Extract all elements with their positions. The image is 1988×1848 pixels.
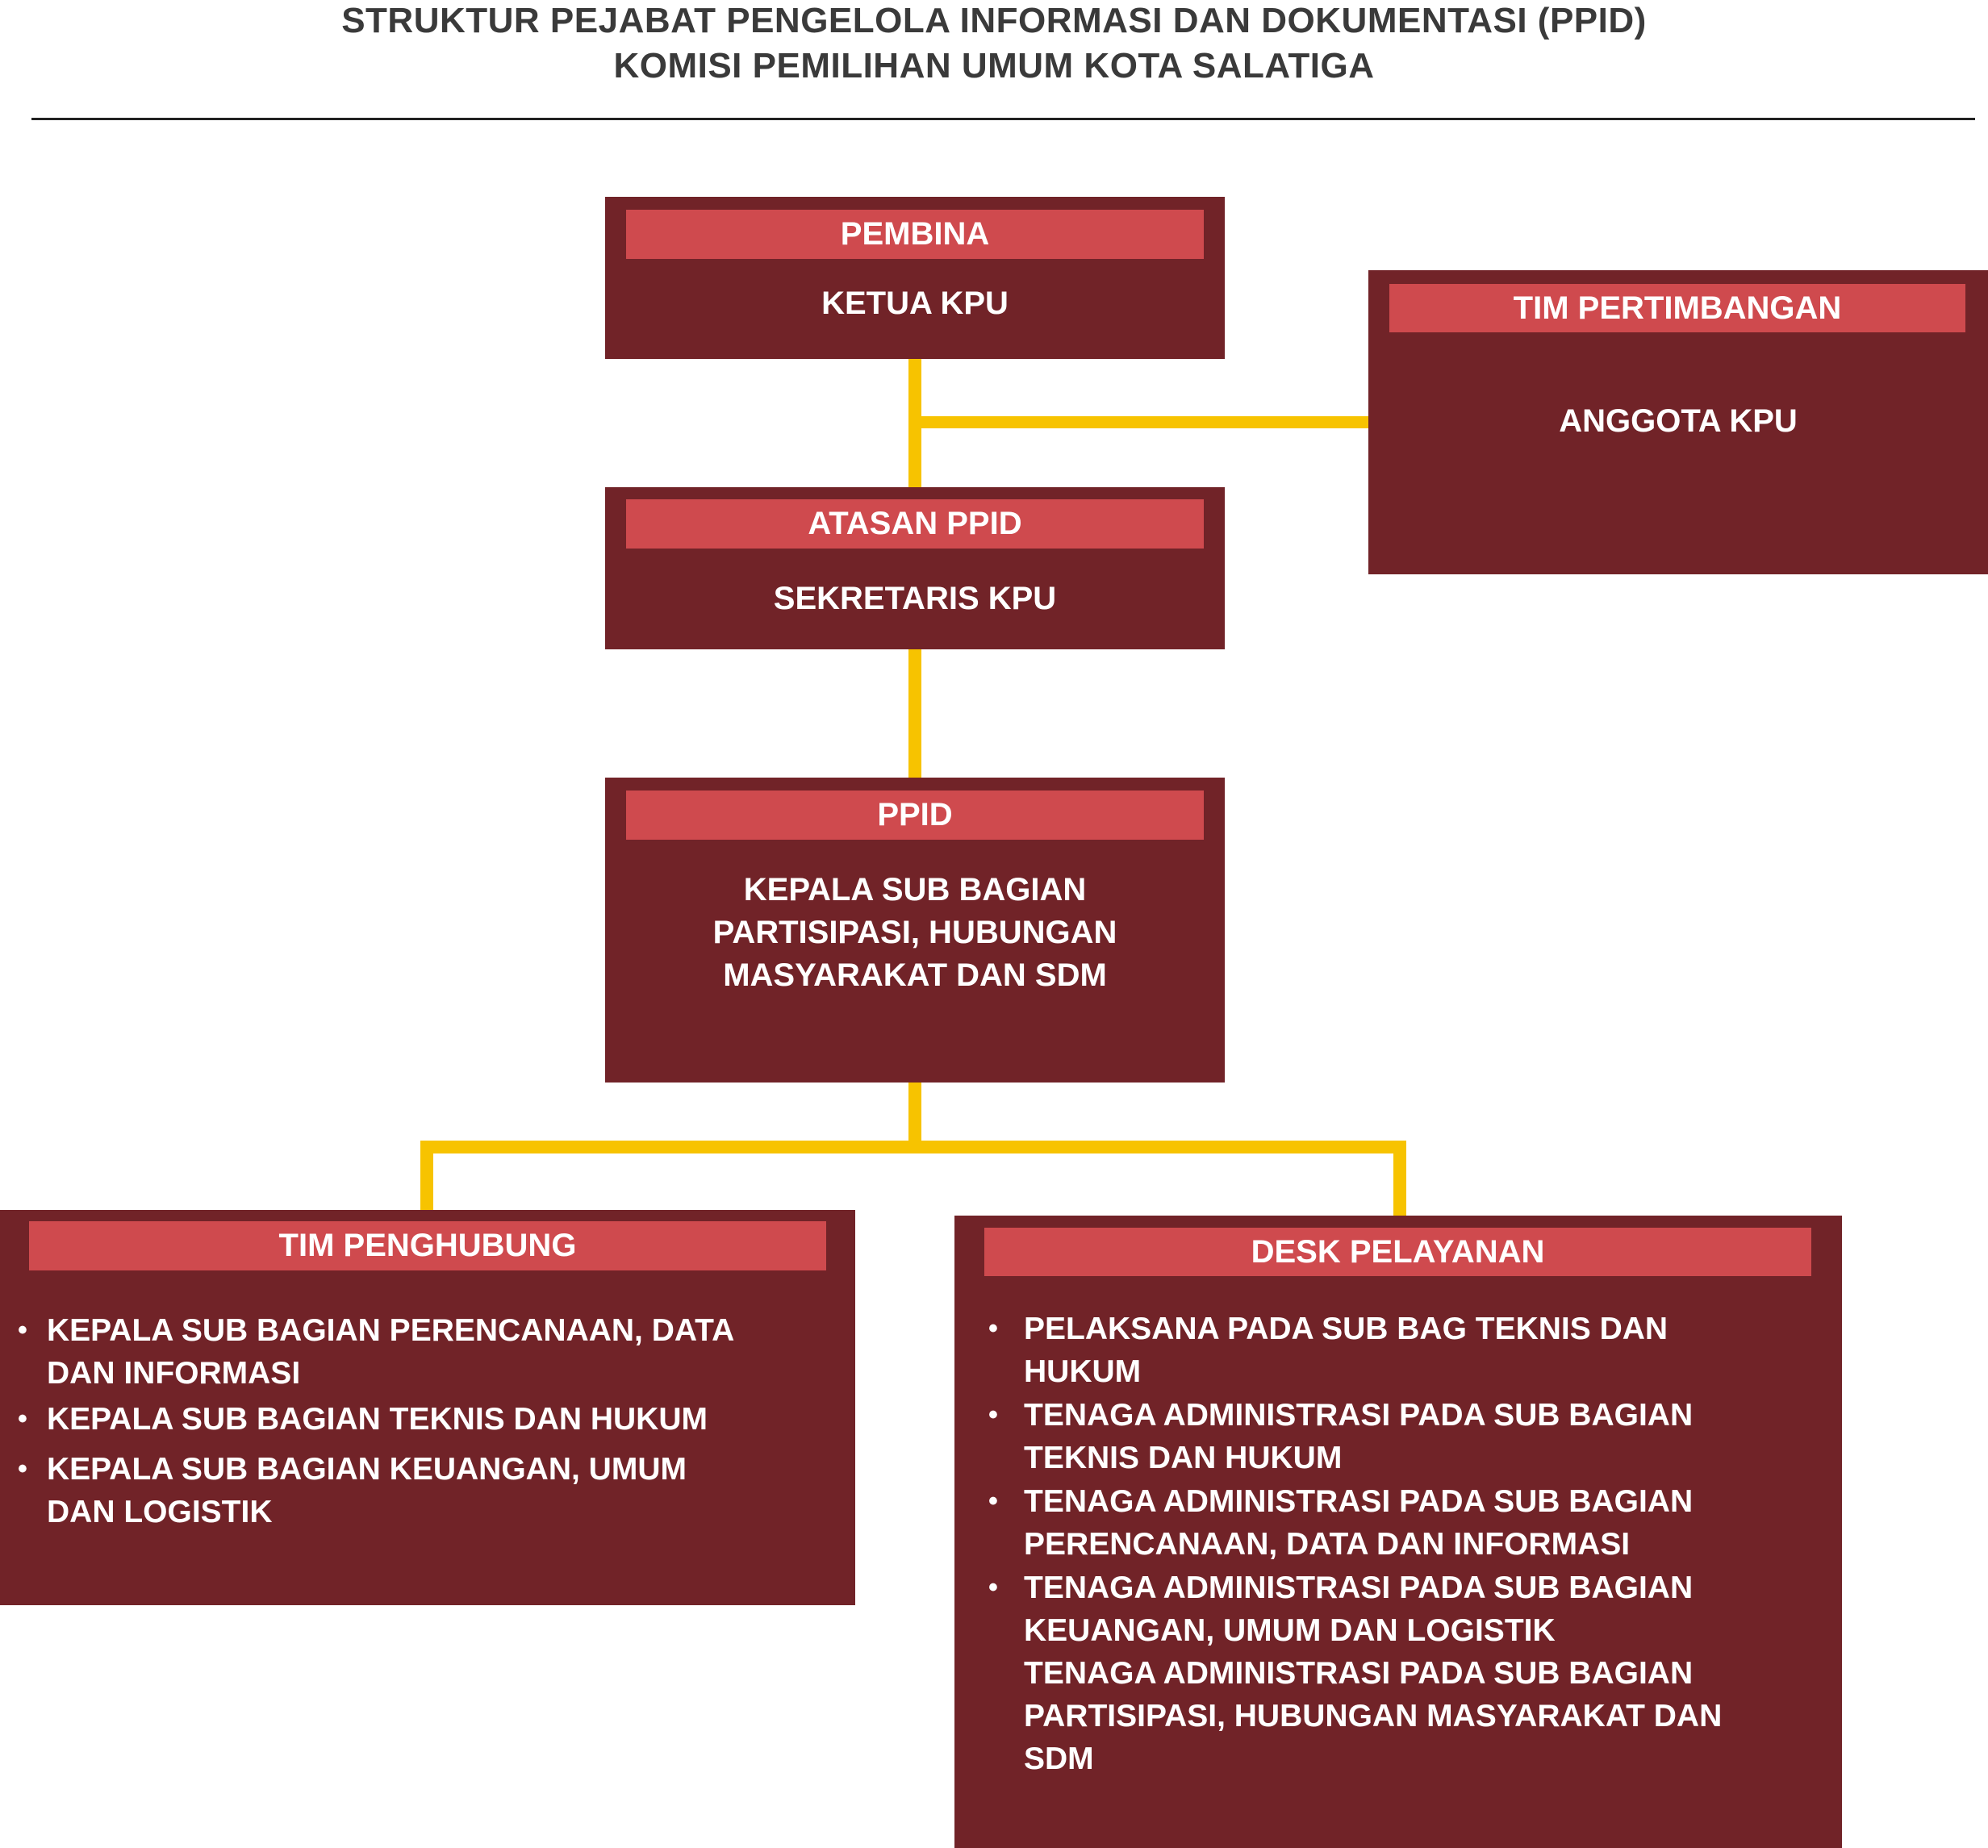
desk-pelayanan-list: • PELAKSANA PADA SUB BAG TEKNIS DAN HUKU… xyxy=(954,1308,1842,1781)
node-ppid-body: KEPALA SUB BAGIAN PARTISIPASI, HUBUNGAN … xyxy=(605,869,1225,997)
list-item-line: TENAGA ADMINISTRASI PADA SUB BAGIAN xyxy=(1024,1571,1694,1605)
list-item-line: PARTISIPASI, HUBUNGAN MASYARAKAT DAN xyxy=(1024,1699,1723,1733)
node-atasan-ppid-body: SEKRETARIS KPU xyxy=(773,581,1057,616)
list-item-line: KEPALA SUB BAGIAN KEUANGAN, UMUM xyxy=(47,1452,687,1487)
node-pembina: PEMBINA KETUA KPU xyxy=(605,197,1225,359)
list-item-line: KEPALA SUB BAGIAN PERENCANAAN, DATA xyxy=(47,1313,735,1348)
node-tim-penghubung: TIM PENGHUBUNG • KEPALA SUB BAGIAN PEREN… xyxy=(0,1210,855,1605)
page-subtitle: KOMISI PEMILIHAN UMUM KOTA SALATIGA xyxy=(613,46,1375,86)
node-tim-pertimbangan-body: ANGGOTA KPU xyxy=(1559,403,1798,439)
tim-penghubung-list: • KEPALA SUB BAGIAN PERENCANAAN, DATA DA… xyxy=(0,1309,855,1533)
bullet-icon: • xyxy=(18,1454,27,1484)
connector-ppid-down xyxy=(908,1083,921,1147)
bullet-icon: • xyxy=(988,1572,998,1603)
node-pembina-header: PEMBINA xyxy=(626,210,1204,259)
node-ppid: PPID KEPALA SUB BAGIAN PARTISIPASI, HUBU… xyxy=(605,778,1225,1083)
bullet-icon: • xyxy=(18,1404,27,1434)
list-item: • TENAGA ADMINISTRASI PADA SUB BAGIAN PE… xyxy=(954,1480,1842,1566)
page-title: STRUKTUR PEJABAT PENGELOLA INFORMASI DAN… xyxy=(341,1,1647,40)
list-item-line: PELAKSANA PADA SUB BAG TEKNIS DAN xyxy=(1024,1312,1668,1346)
list-item-line: TENAGA ADMINISTRASI PADA SUB BAGIAN xyxy=(1024,1484,1694,1519)
node-desk-pelayanan-header: DESK PELAYANAN xyxy=(984,1228,1811,1276)
list-item-line: TENAGA ADMINISTRASI PADA SUB BAGIAN xyxy=(1024,1398,1694,1433)
node-tim-pertimbangan: TIM PERTIMBANGAN ANGGOTA KPU xyxy=(1368,270,1988,574)
list-item-line: PERENCANAAN, DATA DAN INFORMASI xyxy=(1024,1527,1631,1562)
node-pembina-body: KETUA KPU xyxy=(821,286,1009,321)
list-item-line: KEPALA SUB BAGIAN TEKNIS DAN HUKUM xyxy=(47,1402,708,1437)
node-ppid-body-line: KEPALA SUB BAGIAN xyxy=(743,872,1087,907)
node-ppid-header: PPID xyxy=(626,791,1204,840)
list-item: • KEPALA SUB BAGIAN TEKNIS DAN HUKUM xyxy=(0,1398,855,1448)
bullet-icon: • xyxy=(18,1315,27,1345)
connector-tim-penghubung xyxy=(420,1141,433,1210)
list-item-line: DAN INFORMASI xyxy=(47,1356,301,1391)
list-item: TENAGA ADMINISTRASI PADA SUB BAGIAN PART… xyxy=(954,1652,1842,1781)
list-item-line: DAN LOGISTIK xyxy=(47,1495,273,1529)
connector-tim-pertimbangan xyxy=(908,416,1370,428)
node-desk-pelayanan: DESK PELAYANAN • PELAKSANA PADA SUB BAG … xyxy=(954,1216,1842,1848)
connector-desk-pelayanan xyxy=(1393,1141,1406,1216)
node-atasan-ppid: ATASAN PPID SEKRETARIS KPU xyxy=(605,487,1225,649)
list-item: • TENAGA ADMINISTRASI PADA SUB BAGIAN TE… xyxy=(954,1394,1842,1480)
bullet-icon: • xyxy=(988,1400,998,1430)
connector-horizontal-bottom xyxy=(420,1141,1406,1153)
list-item: • TENAGA ADMINISTRASI PADA SUB BAGIAN KE… xyxy=(954,1566,1842,1652)
bullet-icon: • xyxy=(988,1313,998,1344)
node-tim-pertimbangan-header: TIM PERTIMBANGAN xyxy=(1389,284,1965,332)
node-tim-penghubung-header: TIM PENGHUBUNG xyxy=(29,1221,826,1270)
node-ppid-body-line: PARTISIPASI, HUBUNGAN xyxy=(712,915,1117,950)
node-ppid-body-line: MASYARAKAT DAN SDM xyxy=(723,957,1107,993)
list-item-line: HUKUM xyxy=(1024,1354,1142,1389)
list-item-line: SDM xyxy=(1024,1742,1094,1776)
title-divider xyxy=(31,118,1975,120)
connector-atasan-ppid xyxy=(908,649,921,778)
list-item: • KEPALA SUB BAGIAN PERENCANAAN, DATA DA… xyxy=(0,1309,855,1395)
list-item: • KEPALA SUB BAGIAN KEUANGAN, UMUM DAN L… xyxy=(0,1448,855,1533)
list-item-line: KEUANGAN, UMUM DAN LOGISTIK xyxy=(1024,1613,1556,1648)
node-atasan-ppid-header: ATASAN PPID xyxy=(626,499,1204,549)
bullet-icon: • xyxy=(988,1486,998,1516)
list-item-line: TENAGA ADMINISTRASI PADA SUB BAGIAN xyxy=(1024,1656,1694,1691)
list-item: • PELAKSANA PADA SUB BAG TEKNIS DAN HUKU… xyxy=(954,1308,1842,1394)
list-item-line: TEKNIS DAN HUKUM xyxy=(1024,1441,1343,1475)
